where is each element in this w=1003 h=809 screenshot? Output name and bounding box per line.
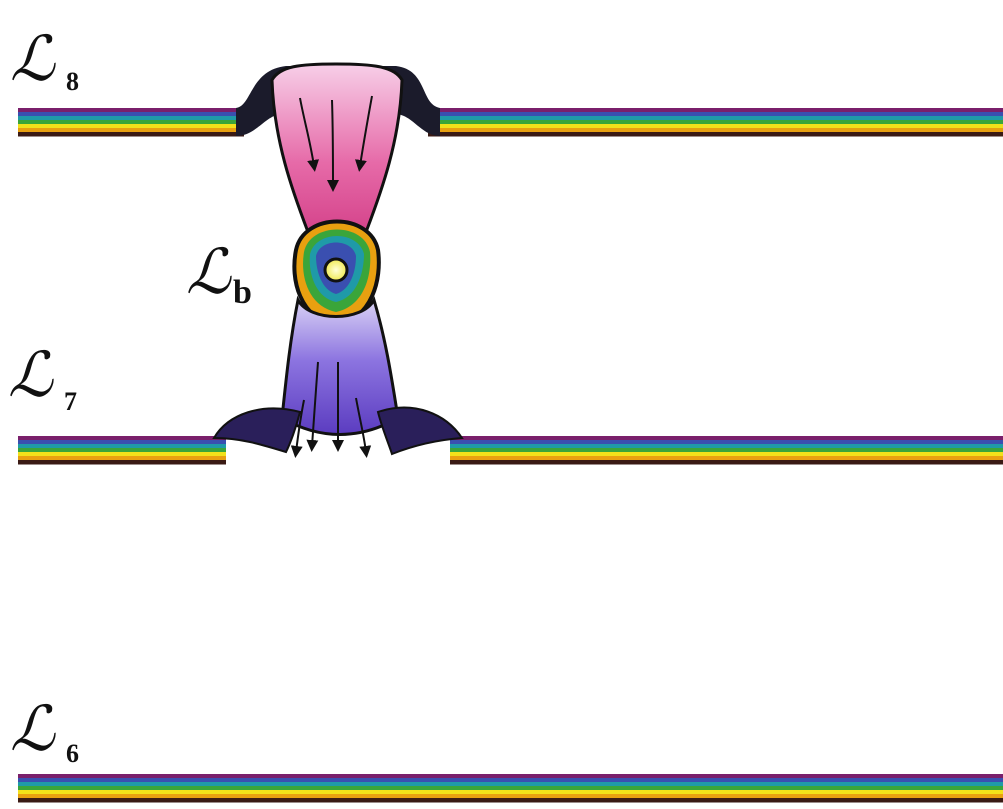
svg-text:ℒ: ℒ <box>8 338 54 411</box>
band-stripe <box>428 128 1003 133</box>
band-stripe <box>428 116 1003 121</box>
band-stripe <box>18 444 226 449</box>
label-l7: ℒ 7 <box>8 338 77 416</box>
band-stripe <box>428 120 1003 125</box>
band-stripe <box>18 790 1003 795</box>
svg-text:ℒ: ℒ <box>186 235 232 308</box>
band-stripe <box>18 440 226 445</box>
bridge-core <box>325 259 347 281</box>
svg-text:6: 6 <box>66 739 79 768</box>
svg-text:b: b <box>233 274 252 311</box>
band-stripe <box>18 456 226 461</box>
membrane-band-l8 <box>18 108 1003 137</box>
band-stripe <box>18 460 226 465</box>
svg-text:8: 8 <box>66 67 79 96</box>
label-lb: ℒ b <box>186 235 252 311</box>
band-stripe <box>428 108 1003 113</box>
band-stripe <box>18 436 226 441</box>
svg-text:7: 7 <box>64 387 77 416</box>
band-stripe <box>18 124 244 129</box>
band-stripe <box>428 124 1003 129</box>
band-stripe <box>18 794 1003 799</box>
band-stripe <box>450 440 1003 445</box>
membrane-band-l6 <box>18 774 1003 803</box>
band-stripe <box>450 456 1003 461</box>
lower-flare-left <box>214 408 300 452</box>
band-stripe <box>18 778 1003 783</box>
band-stripe <box>18 128 244 133</box>
band-stripe <box>18 120 244 125</box>
band-stripe <box>428 132 1003 137</box>
band-stripe <box>450 448 1003 453</box>
label-l8: ℒ 8 <box>10 22 79 96</box>
band-stripe <box>428 112 1003 117</box>
svg-text:ℒ: ℒ <box>10 22 56 95</box>
band-stripe <box>450 444 1003 449</box>
bridge-structure <box>214 64 462 454</box>
band-stripe <box>450 460 1003 465</box>
band-stripe <box>18 798 1003 803</box>
upper-lobe <box>272 64 402 244</box>
band-stripe <box>18 112 244 117</box>
band-stripe <box>450 436 1003 441</box>
svg-text:ℒ: ℒ <box>10 692 56 765</box>
lower-flare-right <box>378 408 462 454</box>
band-stripe <box>18 452 226 457</box>
band-stripe <box>450 452 1003 457</box>
band-stripe <box>18 782 1003 787</box>
band-stripe <box>18 786 1003 791</box>
band-stripe <box>18 448 226 453</box>
band-stripe <box>18 132 244 137</box>
band-stripe <box>18 116 244 121</box>
band-stripe <box>18 108 244 113</box>
band-stripe <box>18 774 1003 779</box>
label-l6: ℒ 6 <box>10 692 79 768</box>
membrane-band-l7 <box>18 436 1003 465</box>
flow-arrow <box>332 100 333 186</box>
